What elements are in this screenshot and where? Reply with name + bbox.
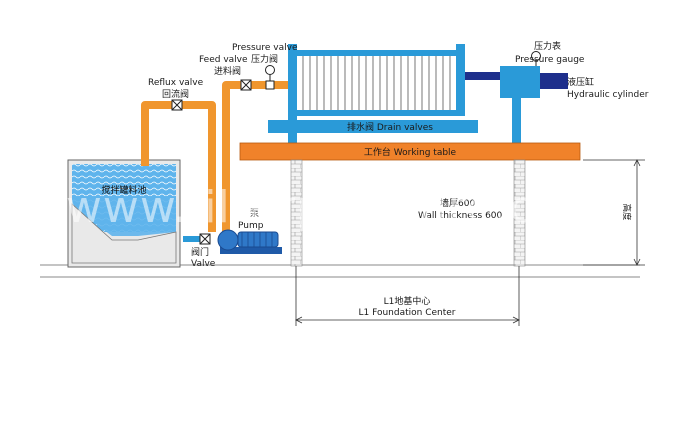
wall-label-en: Wall thickness 600	[418, 211, 503, 221]
filter-plates	[302, 56, 451, 110]
reflux-valve	[171, 99, 183, 111]
drain-trough	[268, 120, 478, 133]
height-label: 高度	[621, 203, 632, 221]
pressure-valve-label-cn: 压力阀	[251, 53, 278, 65]
working-table: 工作台 Working table	[239, 142, 581, 161]
brick-wall-right	[513, 159, 526, 267]
reflux-valve-label-en: Reflux valve	[148, 78, 204, 88]
pressure-gauge-label-en: Pressure gauge	[515, 55, 585, 65]
brick-wall-left	[290, 159, 303, 267]
slurry-tank: 搅拌罐料池	[67, 159, 181, 268]
drain-valves-label: 排水阀 Drain valves	[347, 121, 433, 133]
filter-press: 排水阀 Drain valves	[268, 44, 568, 146]
tail-stand	[512, 66, 521, 146]
head-plate	[288, 44, 297, 146]
tank-label: 搅拌罐料池	[101, 184, 146, 196]
working-table-label: 工作台 Working table	[364, 146, 457, 158]
pressure-gauge-icon	[531, 51, 541, 61]
pressure-valve	[265, 65, 275, 90]
feed-valve-label-en: Feed valve	[199, 55, 248, 65]
piston-rod	[465, 72, 505, 80]
pump-label-en: Pump	[238, 221, 264, 231]
cylinder-block	[500, 66, 540, 98]
height-dimension	[583, 159, 645, 266]
reflux-valve-label-cn: 回流阀	[162, 88, 189, 100]
foundation-dimension	[295, 266, 520, 326]
feed-valve-label-cn: 进料阀	[214, 65, 241, 77]
watermark: www.filterpressure.com	[66, 182, 606, 233]
hydraulic-cylinder-label-cn: 液压缸	[567, 76, 594, 88]
valve-label-cn: 阀门	[191, 246, 209, 258]
wall-label-cn: 墙厚600	[440, 197, 475, 209]
pressure-gauge-label-cn: 压力表	[534, 40, 561, 52]
moving-plate	[456, 44, 465, 116]
feed-valve	[240, 79, 252, 91]
pump	[217, 229, 282, 254]
hydraulic-cylinder-label-en: Hydraulic cylinder	[567, 90, 649, 100]
hydraulic-cylinder	[540, 73, 568, 89]
pump-label-cn: 泵	[250, 208, 259, 219]
pressure-valve-label-en: Pressure valve	[232, 43, 298, 53]
valve-label-en: Valve	[191, 259, 216, 269]
foundation-label-en: L1 Foundation Center	[359, 308, 456, 318]
foundation-label-cn: L1地基中心	[384, 295, 431, 307]
inlet-valve	[199, 233, 211, 245]
